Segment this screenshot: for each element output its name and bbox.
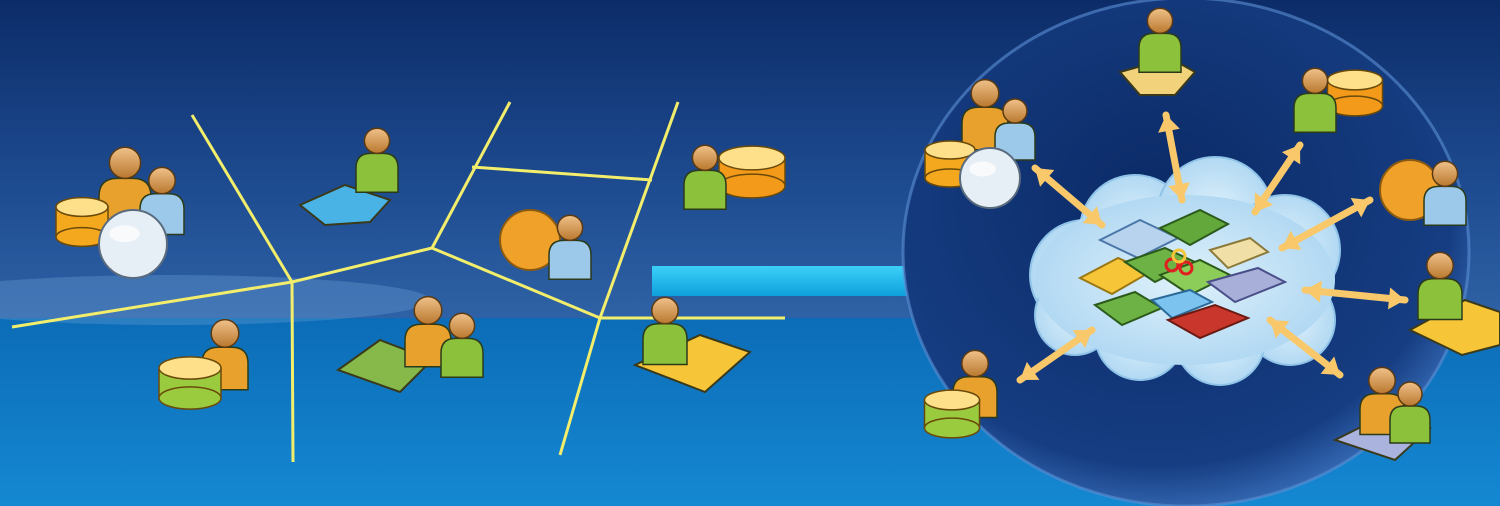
- person-with-map-icon: [1118, 7, 1197, 96]
- person-with-water-map-icon: [298, 127, 399, 227]
- person-with-yellow-map-icon: [1407, 251, 1500, 357]
- database-icon: [924, 140, 976, 188]
- person-icon: [1293, 67, 1337, 133]
- person-with-database-icon: [683, 144, 786, 210]
- person-group-with-terrain-map-icon: [335, 295, 484, 394]
- person-with-yellow-map-icon: [632, 296, 752, 394]
- person-icon: [1423, 160, 1467, 226]
- bidirectional-arrow-icon: [1158, 111, 1190, 204]
- bidirectional-arrow-icon: [1016, 326, 1096, 384]
- person-with-globe-icon: [1379, 159, 1467, 226]
- person-icon: [1138, 7, 1182, 73]
- person-icon: [98, 146, 152, 228]
- database-icon: [158, 356, 222, 410]
- person-group-with-database-icon: [55, 146, 185, 279]
- globe-small-icon: [959, 147, 1021, 209]
- bidirectional-arrow-icon: [1031, 164, 1106, 229]
- database-icon: [718, 145, 786, 199]
- person-with-green-database-icon: [923, 349, 998, 439]
- left-panel-icons: [55, 127, 786, 410]
- right-panel-icons: [923, 7, 1500, 462]
- person-with-green-database-icon: [158, 318, 249, 410]
- person-with-database-icon: [1293, 67, 1384, 133]
- person-with-globe-icon: [499, 209, 592, 280]
- person-group-with-database-icon: [924, 78, 1036, 209]
- person-icon: [683, 144, 727, 210]
- bidirectional-arrow-icon: [1266, 316, 1344, 379]
- map-icon: [298, 183, 392, 227]
- person-icon: [440, 312, 484, 378]
- bidirectional-arrow-icon: [1251, 141, 1304, 216]
- person-icon: [994, 98, 1036, 161]
- globe-small-icon: [98, 209, 168, 279]
- cloud-connectors: [1016, 111, 1409, 384]
- person-icon: [548, 214, 592, 280]
- person-group-with-blue-map-icon: [1332, 366, 1432, 462]
- database-icon: [55, 196, 109, 248]
- database-icon: [923, 389, 981, 439]
- cloud-map-stack-icon: [1077, 208, 1288, 340]
- bidirectional-arrow-icon: [1278, 196, 1374, 252]
- person-icon: [642, 296, 688, 366]
- person-icon: [1389, 381, 1431, 444]
- person-icon: [1417, 251, 1463, 321]
- partition-lines: [11, 101, 785, 463]
- person-icon: [404, 295, 452, 368]
- bidirectional-arrow-icon: [1301, 280, 1409, 310]
- person-icon: [355, 127, 399, 193]
